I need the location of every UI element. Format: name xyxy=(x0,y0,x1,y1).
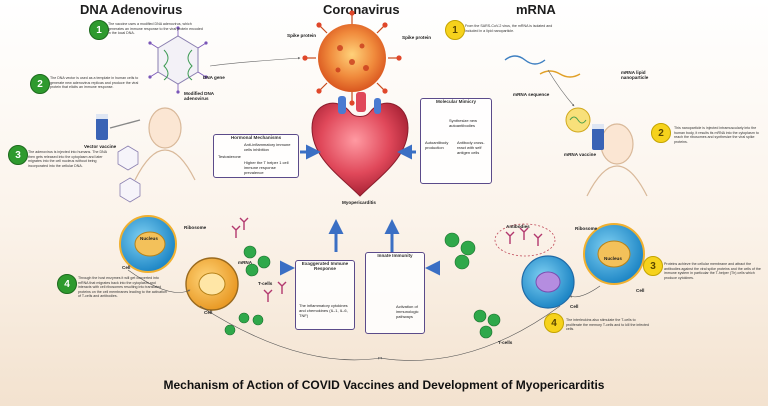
spike-protein-right-label: Spike protein xyxy=(402,35,432,40)
t-cells-left-label: T-cells xyxy=(258,281,273,286)
antibodies-label: Antibodies xyxy=(506,224,530,229)
ribosome-right-label: Ribosome xyxy=(575,226,598,231)
mrna-nanoparticle xyxy=(504,55,591,133)
mrna-step-4-marker: 4 xyxy=(544,313,564,333)
dna-step-4-marker: 4 xyxy=(57,274,77,294)
ribosome-left-label: Ribosome xyxy=(184,225,207,230)
antibodies-right xyxy=(505,227,543,246)
mrna-vaccine-label: mRNA vaccine xyxy=(564,152,596,157)
cell-left2-label: Cell xyxy=(204,310,213,315)
hormonal-line-2: Testosterone xyxy=(218,154,241,159)
cell-left-upper xyxy=(119,215,177,273)
arrows-to-heart xyxy=(280,144,440,276)
mrna-step-4-text: The interleukins also stimulate the T-ce… xyxy=(566,318,650,332)
dna-step-3-text: The adenovirus is injected into humans. … xyxy=(28,150,107,168)
figure-title: Mechanism of Action of COVID Vaccines an… xyxy=(163,378,605,392)
vector-vaccine-vial xyxy=(96,114,141,140)
nucleus-right-label: Nucleus xyxy=(604,256,622,261)
innate-line-1: Activation of immunologic pathways xyxy=(396,304,419,319)
dna-adenovirus-title: DNA Adenovirus xyxy=(80,2,183,17)
mrna-step-3-marker: 3 xyxy=(643,256,663,276)
cell-right-label: Cell xyxy=(636,288,645,293)
innate-immunity-title: Innate Immunity xyxy=(377,253,413,258)
cell-left-label: Cell xyxy=(122,265,131,270)
mrna-step-2-marker: 2 xyxy=(651,123,671,143)
myopericarditis-label: Myopericarditis xyxy=(342,200,376,205)
hormonal-line-3: Higher the T helper 1 cell immune respon… xyxy=(244,160,289,175)
nucleus-left-label: Nucleus xyxy=(140,236,158,241)
dna-step-3-marker: 3 xyxy=(8,145,28,165)
t-cells-right xyxy=(444,232,501,339)
cell-right-upper xyxy=(583,223,645,285)
molecular-mimicry-box: Molecular Mimicry Synthesize new autoant… xyxy=(420,98,492,184)
hormonal-mechanisms-box: Hormonal Mechanisms Anti-inflammatory im… xyxy=(213,134,299,178)
bottom-connectors xyxy=(127,269,601,361)
cell-right-lower xyxy=(521,255,575,309)
spike-protein-left-label: Spike protein xyxy=(287,33,317,38)
hormonal-mechanisms-title: Hormonal Mechanisms xyxy=(230,135,282,140)
mrna-step-2-text: This nanoparticle is injected intramuscu… xyxy=(674,126,759,144)
heart-illustration xyxy=(311,92,409,197)
mimicry-line-1: Synthesize new autoantibodies xyxy=(449,118,478,128)
mrna-vaccine-vial xyxy=(592,124,604,150)
dna-gene-label: DNA gene xyxy=(203,75,225,80)
antibodies-left xyxy=(231,217,287,302)
person-left-silhouette xyxy=(134,107,196,181)
cell-left-lower xyxy=(185,257,239,311)
molecular-mimicry-title: Molecular Mimicry xyxy=(435,99,477,104)
coronavirus-title: Coronavirus xyxy=(323,2,400,17)
coronavirus-particle xyxy=(302,10,402,106)
t-cells-right-label: T-cells xyxy=(498,340,513,345)
mrna-lipid-label: mRNA lipid nanoparticle xyxy=(621,70,649,80)
mimicry-line-2: Autoantibody production xyxy=(425,140,449,150)
dna-step-2-text: The DNA vector is used as a template in … xyxy=(50,76,139,90)
mimicry-line-3: Antibody cross-react with self antigen c… xyxy=(457,140,485,155)
dna-step-2-marker: 2 xyxy=(30,74,50,94)
exaggerated-immune-box: Exaggerated Immune Response The inflamma… xyxy=(295,260,355,330)
modified-dna-label: Modified DNA adenovirus xyxy=(184,91,214,101)
mrna-step-1-text: From the SARS-CoV-2 virus, the mRNA is i… xyxy=(465,24,553,33)
adenovirus-particles-left xyxy=(117,145,141,203)
mrna-small-label: mRNA xyxy=(238,260,253,265)
t-cells-left xyxy=(224,245,271,336)
vector-vaccine-label: Vector vaccine xyxy=(84,144,117,149)
hormonal-line-1: Anti-inflammatory immune cells inhibitio… xyxy=(244,142,291,152)
innate-immunity-box: Innate Immunity Activation of immunologi… xyxy=(365,252,425,334)
exaggerated-immune-title: Exaggerated Immune Response xyxy=(301,261,349,271)
mrna-step-3-text: Proteins achieve the cellular membrane a… xyxy=(664,262,761,280)
dna-step-4-text: Through the host enzymes it will get con… xyxy=(78,276,167,299)
modified-adenovirus xyxy=(148,26,208,94)
dna-step-1-marker: 1 xyxy=(89,20,109,40)
mrna-sequence-label: mRNA sequence xyxy=(513,92,550,97)
dna-step-1-text: The vaccine uses a modified DNA adenovir… xyxy=(108,22,203,36)
cell-right2-label: Cell xyxy=(570,304,579,309)
antibodies-region xyxy=(494,223,556,257)
exaggerated-line-1: The inflammatory cytokines and chemokine… xyxy=(299,303,348,318)
mrna-step-1-marker: 1 xyxy=(445,20,465,40)
mrna-title: mRNA xyxy=(516,2,556,17)
